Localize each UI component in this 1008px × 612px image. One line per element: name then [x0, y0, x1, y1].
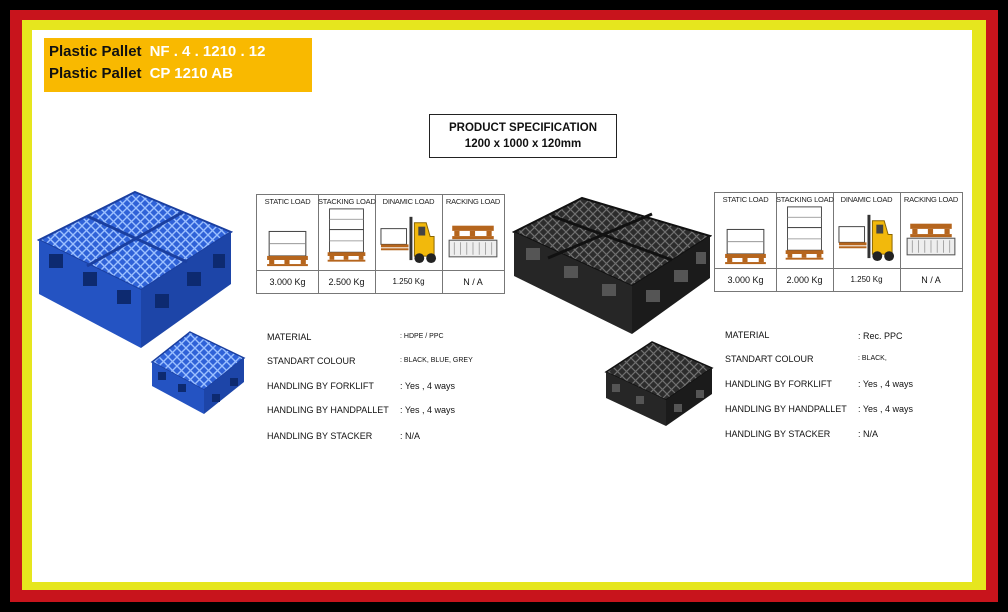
spec-value: : HDPE / PPC: [400, 333, 444, 340]
black-pallet-large-image: [512, 196, 712, 334]
dynamic-load-cell: DINAMIC LOAD 1.250 Kg: [375, 195, 443, 293]
racking-load-value: N / A: [442, 270, 504, 293]
dynamic-load-cell: DINAMIC LOAD 1.250 Kg: [833, 193, 901, 291]
product-code-1: NF . 4 . 1210 . 12: [149, 43, 266, 60]
stacking-load-icon: [327, 208, 366, 262]
load-table-left: STATIC LOAD 3.000 Kg STACKING LOAD 2: [256, 194, 505, 294]
spec-value: : Rec. PPC: [858, 331, 903, 341]
static-load-cell: STATIC LOAD 3.000 Kg: [715, 193, 777, 291]
spec-dimensions: 1200 x 1000 x 120mm: [464, 138, 582, 150]
spec-value: : BLACK,: [858, 355, 887, 362]
spec-label: HANDLING BY STACKER: [725, 429, 831, 439]
blue-pallet-small-image: [150, 331, 246, 414]
product-specification-box: PRODUCT SPECIFICATION 1200 x 1000 x 120m…: [429, 114, 617, 158]
racking-load-header: RACKING LOAD: [903, 195, 959, 204]
forklift-icon: [838, 214, 895, 262]
racking-load-value: N / A: [900, 268, 962, 291]
racking-load-header: RACKING LOAD: [445, 197, 501, 206]
spec-value: : Yes , 4 ways: [858, 404, 914, 414]
load-table-right: STATIC LOAD 3.000 Kg STACKING LOAD 2: [714, 192, 963, 292]
title-line-1: Plastic Pallet NF . 4 . 1210 . 12: [49, 43, 265, 60]
static-load-value: 3.000 Kg: [257, 270, 318, 293]
static-load-value: 3.000 Kg: [715, 268, 776, 291]
spec-label: HANDLING BY FORKLIFT: [267, 381, 374, 391]
static-load-icon: [267, 230, 308, 267]
spec-value: : Yes , 4 ways: [400, 405, 456, 415]
dynamic-load-value: 1.250 Kg: [375, 270, 442, 293]
stacking-load-header: STACKING LOAD: [318, 197, 376, 206]
racking-icon: [448, 225, 498, 258]
stacking-load-header: STACKING LOAD: [776, 195, 834, 204]
spec-list-left: MATERIAL : HDPE / PPC STANDART COLOUR : …: [267, 330, 527, 450]
title-label-1: Plastic Pallet: [49, 43, 142, 60]
stacking-load-value: 2.000 Kg: [776, 268, 833, 291]
racking-icon: [906, 223, 956, 256]
black-pallet-small-image: [604, 341, 714, 426]
static-load-header: STATIC LOAD: [722, 195, 769, 204]
static-load-header: STATIC LOAD: [264, 197, 311, 206]
static-load-cell: STATIC LOAD 3.000 Kg: [257, 195, 319, 293]
spec-value: : BLACK, BLUE, GREY: [400, 357, 473, 364]
forklift-icon: [380, 216, 437, 264]
spec-label: MATERIAL: [267, 332, 312, 342]
spec-heading: PRODUCT SPECIFICATION: [448, 122, 597, 134]
dynamic-load-value: 1.250 Kg: [833, 268, 900, 291]
spec-sheet: Plastic Pallet NF . 4 . 1210 . 12 Plastic…: [32, 30, 972, 582]
spec-list-right: MATERIAL : Rec. PPC STANDART COLOUR : BL…: [725, 328, 965, 448]
dynamic-load-header: DINAMIC LOAD: [840, 195, 893, 204]
stacking-load-cell: STACKING LOAD 2.000 Kg: [776, 193, 834, 291]
title-label-2: Plastic Pallet: [49, 65, 142, 82]
title-box: Plastic Pallet NF . 4 . 1210 . 12 Plastic…: [44, 38, 312, 92]
spec-label: HANDLING BY HANDPALLET: [725, 404, 847, 414]
title-line-2: Plastic Pallet CP 1210 AB: [49, 65, 233, 82]
spec-label: MATERIAL: [725, 330, 770, 340]
spec-label: STANDART COLOUR: [725, 354, 814, 364]
spec-label: HANDLING BY FORKLIFT: [725, 379, 832, 389]
spec-value: : Yes , 4 ways: [858, 379, 914, 389]
stacking-load-cell: STACKING LOAD 2.500 Kg: [318, 195, 376, 293]
spec-label: HANDLING BY STACKER: [267, 431, 373, 441]
spec-value: : N/A: [858, 429, 879, 439]
spec-label: HANDLING BY HANDPALLET: [267, 405, 389, 415]
stacking-load-value: 2.500 Kg: [318, 270, 375, 293]
static-load-icon: [725, 228, 766, 265]
stacking-load-icon: [785, 206, 824, 260]
spec-value: : N/A: [400, 431, 421, 441]
dynamic-load-header: DINAMIC LOAD: [382, 197, 435, 206]
spec-value: : Yes , 4 ways: [400, 381, 456, 391]
blue-pallet-large-image: [37, 190, 233, 348]
spec-label: STANDART COLOUR: [267, 356, 356, 366]
racking-load-cell: RACKING LOAD N / A: [900, 193, 962, 291]
racking-load-cell: RACKING LOAD N / A: [442, 195, 504, 293]
product-code-2: CP 1210 AB: [149, 65, 233, 82]
